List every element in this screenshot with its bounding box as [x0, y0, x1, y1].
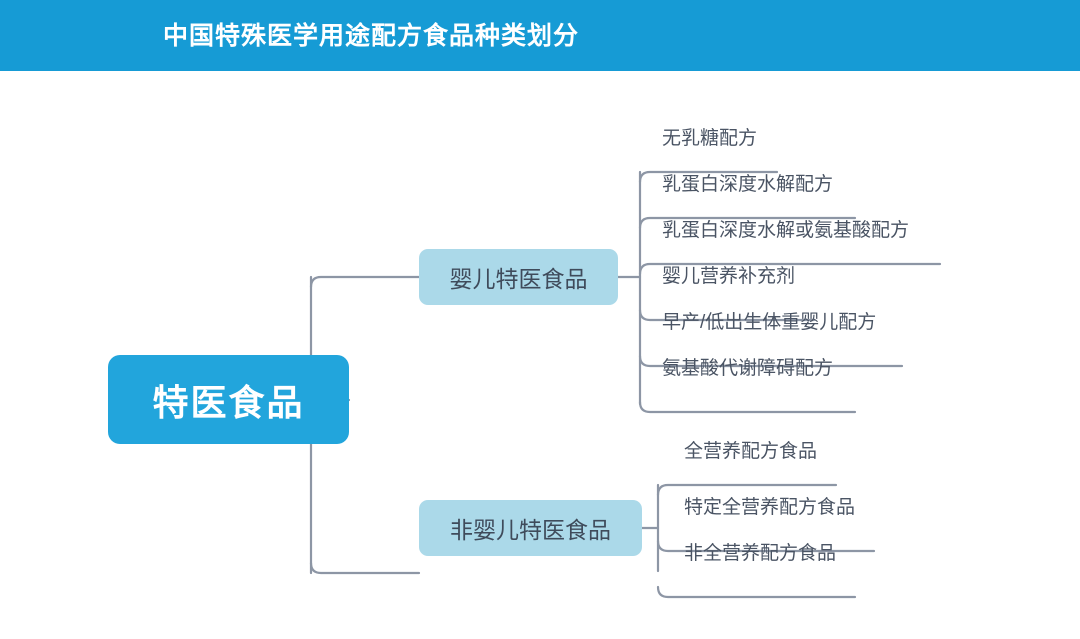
leaf-label-infant-1[interactable]: 乳蛋白深度水解配方: [662, 174, 834, 195]
root-node-label: 特医食品: [152, 381, 305, 423]
branch-node-infant-label: 婴儿特医食品: [449, 266, 588, 292]
branch-node-non-infant-label: 非婴儿特医食品: [450, 517, 611, 543]
connector-leaf-0-2: [638, 262, 942, 276]
leaf-label-infant-4[interactable]: 早产/低出生体重婴儿配方: [662, 312, 877, 333]
connector-leaf-0-0: [638, 170, 779, 184]
connector-root-to-branch-1: [309, 561, 421, 575]
connector-leaf-0-5: [638, 400, 857, 414]
leaf-label-infant-3[interactable]: 婴儿营养补充剂: [662, 266, 796, 287]
root-node[interactable]: 特医食品: [108, 355, 349, 444]
mindmap-connectors: [309, 170, 942, 599]
connector-leaf-0-1: [638, 216, 857, 230]
mindmap-canvas: 特医食品 婴儿特医食品 非婴儿特医食品 无乳糖配方 乳蛋白深度水解配方 乳蛋白深…: [0, 71, 1080, 639]
leaf-label-infant-5[interactable]: 氨基酸代谢障碍配方: [662, 358, 834, 379]
connector-root-to-branch-0: [309, 275, 421, 289]
header-bar: 中国特殊医学用途配方食品种类划分: [0, 0, 1080, 71]
connector-leaf-0-4: [638, 354, 904, 368]
leaf-label-infant-0[interactable]: 无乳糖配方: [662, 128, 758, 149]
connector-leaf-1-1: [656, 539, 876, 553]
page-title: 中国特殊医学用途配方食品种类划分: [163, 22, 580, 50]
branch-node-infant[interactable]: 婴儿特医食品: [419, 249, 618, 305]
connector-leaf-1-2: [656, 585, 857, 599]
leaf-label-non-infant-0[interactable]: 全营养配方食品: [684, 441, 818, 462]
leaf-label-infant-2[interactable]: 乳蛋白深度水解或氨基酸配方: [662, 220, 910, 241]
connector-leaf-0-3: [638, 308, 816, 322]
leaf-label-non-infant-2[interactable]: 非全营养配方食品: [684, 543, 837, 564]
connector-leaf-1-0: [656, 483, 838, 497]
leaf-label-non-infant-1[interactable]: 特定全营养配方食品: [684, 497, 856, 518]
branch-node-non-infant[interactable]: 非婴儿特医食品: [419, 500, 642, 556]
